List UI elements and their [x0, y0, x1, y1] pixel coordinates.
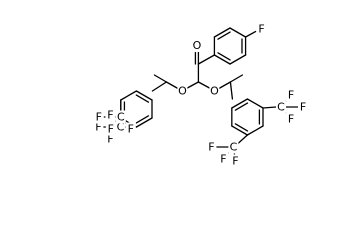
right-cf3-a-carbon-label-background	[276, 100, 286, 114]
fluorophenyl-ring-double-bond	[217, 52, 231, 61]
right-cf3-a-fluorine-label-background	[298, 100, 308, 114]
fluorophenyl-ring-bond	[213, 27, 231, 38]
fluorophenyl-ring-bond	[229, 27, 247, 38]
left-cf3-a-fluorine-label-background	[105, 132, 116, 146]
left-cf3-b-carbon-label: C	[117, 111, 125, 124]
right-cf3-b-carbon-label-background	[228, 140, 239, 154]
right-aryl-ring-bond	[246, 98, 264, 109]
acetal-oxygen-right-bond	[197, 81, 212, 90]
right-cf3-b-fluorine-label-background	[218, 152, 229, 166]
left-cf3-b-fluorine-label-background	[105, 122, 116, 136]
right-aryl-ring-bond	[231, 98, 249, 109]
right-methyl-bond	[229, 74, 244, 83]
ether-oxygen-right-label: O	[210, 85, 219, 98]
right-aryl-ring-double-bond	[234, 102, 249, 111]
acetal-oxygen-left-bond	[185, 81, 200, 90]
right-aryl-cf3b-bond	[236, 134, 249, 145]
left-o-ch-bond	[165, 81, 179, 90]
left-aryl-ring-bond	[120, 90, 138, 101]
left-cf3-a-fluorine-label: F	[107, 133, 113, 146]
right-cf3-a-fluorine-label: F	[300, 101, 306, 114]
right-ch-aryl-bond	[229, 81, 234, 100]
right-cf3-a-fluorine-label: F	[288, 89, 294, 102]
right-aryl-ring-double-bond	[234, 123, 249, 132]
right-aryl-ring-bond	[231, 125, 249, 136]
left-cf3-a-fluorine-label-background	[93, 120, 104, 134]
fluorophenyl-ring-double-bond	[217, 31, 231, 40]
right-cf3-a-fluorine-label-background	[286, 112, 296, 126]
right-cf3-b-fluorine-label: F	[232, 155, 238, 168]
right-aryl-ring-bond	[246, 125, 264, 136]
left-cf3-b-fluorine-label: F	[108, 123, 114, 136]
right-cf3-a-fluorine-label: F	[288, 113, 294, 126]
left-aryl-ring-double-bond	[135, 94, 150, 103]
bond-layer	[102, 27, 299, 157]
right-cf3-b-fluorine-label: F	[220, 153, 226, 166]
carbonyl-oxygen-label-background	[191, 39, 202, 52]
right-aryl-cf3-bond	[262, 106, 277, 109]
left-cf3-b-fluorine-label: F	[96, 111, 102, 124]
left-methyl-bond	[153, 74, 168, 83]
ether-oxygen-right-label-background	[209, 84, 220, 98]
ketone-aryl-bond	[197, 54, 216, 65]
right-cf3-a-carbon-label: C	[277, 101, 285, 114]
aryl-fluorine-label-background	[256, 22, 267, 36]
left-cf3-a-fluorine-label: F	[95, 121, 101, 134]
left-cf3-b-fluorine-label-background	[93, 110, 104, 124]
c-f-bond	[244, 30, 257, 38]
left-cf3-a-carbon-label: C	[117, 121, 125, 134]
left-aryl-ring-bond	[135, 117, 153, 128]
right-cf3-b-carbon-label: C	[230, 141, 238, 154]
left-ch-aryl-bond	[151, 81, 168, 92]
right-cf3-a-fluorine-label-background	[286, 88, 296, 102]
left-cf3-a-carbon-label-background	[115, 120, 126, 134]
fluorophenyl-ring-bond	[213, 54, 231, 65]
left-aryl-ring-bond	[135, 90, 153, 101]
left-cf3-b-fluorine-label: F	[128, 123, 134, 136]
left-cf3-a-fluorine-label-background	[105, 108, 116, 122]
fluorophenyl-ring-bond	[229, 54, 247, 65]
right-cf3-b-fluorine-label: F	[208, 141, 214, 154]
ether-oxygen-left-label: O	[178, 85, 187, 98]
ether-oxygen-left-label-background	[177, 84, 188, 98]
right-cf3-b-fluorine-label-background	[206, 140, 217, 154]
left-cf3-b-carbon-label-background	[115, 110, 126, 124]
left-aryl-ring-double-bond	[135, 115, 150, 124]
aryl-fluorine-label: F	[258, 23, 264, 36]
right-cf3-b-fluorine-label-background	[230, 154, 241, 168]
left-cf3-b-fluorine-label-background	[125, 122, 136, 136]
right-o-ch-bond	[218, 81, 232, 90]
left-cf3-a-fluorine-label: F	[107, 109, 113, 122]
carbonyl-oxygen-label: O	[193, 39, 202, 52]
